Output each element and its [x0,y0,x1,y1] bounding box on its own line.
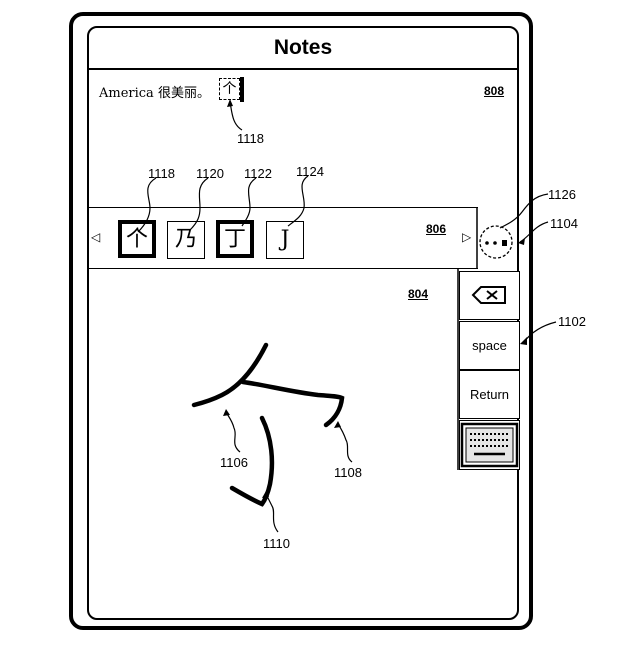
more-dot-icon [485,241,489,245]
candidate-2-ref: 1120 [196,166,224,181]
candidate-1-ref: 1118 [148,166,175,181]
app-title: Notes [273,36,333,59]
candidates-prev-arrow[interactable]: ◁ [91,230,101,244]
leader-lines [137,101,557,533]
pending-ref-label: 1118 [237,131,264,146]
stroke-1-ref: 1106 [220,455,248,470]
candidate-3-ref: 1122 [244,166,272,181]
handwriting-area-ref: 804 [408,287,429,301]
leader-arrowheads [223,99,527,498]
more-button-alt-ref: 1104 [550,216,578,231]
space-button[interactable]: space [459,321,520,370]
stroke-1110 [229,415,275,507]
stroke-3-ref: 1110 [263,536,290,551]
note-text[interactable]: America 很美丽。 [99,86,210,101]
keypad-ref: 1102 [558,314,586,329]
note-area-ref: 808 [484,84,505,98]
pending-character: 个 [219,78,240,100]
stroke-1108 [240,379,345,428]
more-button-ref: 1126 [548,187,576,202]
candidate-3[interactable]: 丁 [216,220,254,258]
backspace-x-icon [486,290,498,300]
more-dot-icon [502,240,507,246]
backspace-button[interactable] [459,271,520,320]
candidate-1[interactable]: 个 [118,220,156,258]
return-button[interactable]: Return [459,370,520,419]
more-button-circle[interactable] [479,225,513,259]
stroke-1106 [191,342,269,408]
backspace-icon [471,286,506,304]
more-button[interactable] [479,225,513,259]
candidate-bar [88,207,478,269]
candidate-2[interactable]: 乃 [167,221,205,259]
candidate-4[interactable]: J [266,221,304,259]
candidate-area-ref: 806 [426,222,447,236]
more-dot-icon [493,241,497,245]
title-bar: Notes [89,28,517,70]
candidates-next-arrow[interactable]: ▷ [462,230,472,244]
keyboard-icon [460,422,519,468]
stroke-2-ref: 1108 [334,465,362,480]
text-cursor [240,77,244,102]
candidate-4-ref: 1124 [296,164,324,179]
device-frame [69,12,533,630]
